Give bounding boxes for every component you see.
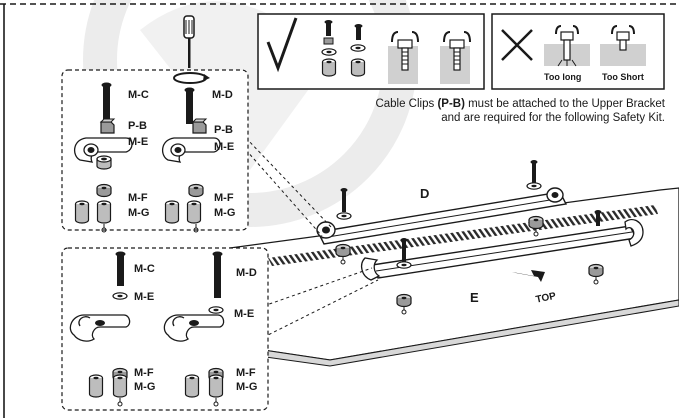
screwdriver-icon xyxy=(173,15,210,84)
bracket-e-label: E xyxy=(470,290,479,305)
part-mg-label-right: M-G xyxy=(214,207,235,219)
correct-example-panel xyxy=(257,13,485,90)
part-md-label: M-D xyxy=(212,89,233,101)
note-text-line2: and are required for the following Safet… xyxy=(441,112,665,124)
part-mg-label-lower-right: M-G xyxy=(236,381,257,393)
note-part-code: (P-B) xyxy=(437,98,465,110)
too-long-icon xyxy=(544,25,590,67)
note-text-start: Cable Clips xyxy=(375,98,438,110)
part-me-label: M-E xyxy=(128,136,148,148)
part-mg-label-lower: M-G xyxy=(134,381,155,393)
incorrect-example-panel: Too long Too Short xyxy=(491,13,665,90)
part-mc-label: M-C xyxy=(128,89,149,101)
page-border xyxy=(0,3,679,418)
part-mf-label-lower-right: M-F xyxy=(236,367,256,379)
too-long-label: Too long xyxy=(544,72,581,82)
part-mf-label-lower: M-F xyxy=(134,367,154,379)
cable-clip-note: Cable Clips (P-B) must be attached to th… xyxy=(265,97,665,125)
bracket-d-label: D xyxy=(420,186,429,201)
part-me-label-right: M-E xyxy=(214,141,234,153)
part-md-label-lower: M-D xyxy=(236,267,257,279)
too-short-icon xyxy=(600,25,646,66)
part-mc-label-lower: M-C xyxy=(134,263,155,275)
part-pb-label: P-B xyxy=(128,120,147,132)
checkmark-icon xyxy=(266,17,298,73)
part-pb-label-right: P-B xyxy=(214,124,233,136)
note-text-end: must be attached to the Upper Bracket xyxy=(464,98,665,110)
cross-icon xyxy=(501,29,533,61)
part-mf-label: M-F xyxy=(128,192,148,204)
correct-fit-icon xyxy=(388,31,471,84)
too-short-label: Too Short xyxy=(602,72,644,82)
top-label: TOP xyxy=(535,291,558,306)
lower-bracket xyxy=(360,210,644,315)
part-me-label-lower: M-E xyxy=(134,291,154,303)
callout-upper-detail: M-C M-D P-B P-B M-E M-E M-F M-G M-F M-G xyxy=(61,15,249,233)
callout-leaders xyxy=(245,137,379,341)
callout-lower-detail: M-C M-E M-D M-E M-F M-G M-F M-G xyxy=(61,247,269,411)
correct-stack-icon xyxy=(321,20,366,77)
top-direction-arrow: TOP xyxy=(512,270,557,306)
part-mg-label: M-G xyxy=(128,207,149,219)
part-me-label-lower-right: M-E xyxy=(234,308,254,320)
part-mf-label-right: M-F xyxy=(214,192,234,204)
